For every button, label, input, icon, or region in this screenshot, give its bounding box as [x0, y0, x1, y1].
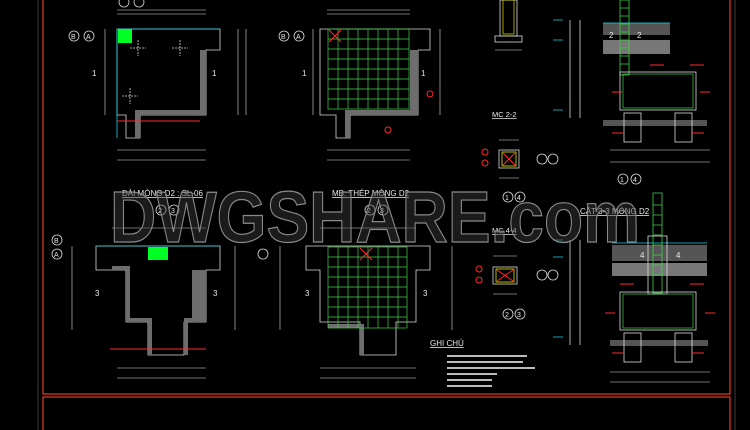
grid-bubble-a: A [296, 34, 301, 41]
plan-title: ĐÀI MÓNG D2 : SL-06 [122, 189, 203, 198]
rebar-plan-bottom: 3 3 [257, 227, 453, 379]
section-mark: 1 [505, 195, 509, 202]
grid-bubble-b: B [281, 34, 286, 41]
layer-label: 2 [609, 31, 614, 40]
section-mark: 2 [367, 208, 371, 215]
footing-plan-top: 1 1 B A [68, 0, 247, 161]
section-mark: 3 [171, 208, 175, 215]
section-title: CẮT 3-3 MÓNG D2 [580, 207, 650, 216]
watermark: DWGSHARE.com [110, 178, 640, 258]
section-mark: 3 [380, 208, 384, 215]
footing-section-1-1: 2 2 1 4 [603, 0, 710, 185]
layer-label: 2 [637, 31, 642, 40]
notes-title: GHI CHÚ [430, 339, 464, 348]
layer-label: 4 [640, 251, 645, 260]
section-2-2: MC 2-2 1 4 [481, 110, 559, 203]
drawing-frame [37, 0, 736, 430]
section-mark: 2 [158, 208, 162, 215]
section-mark: 1 [620, 177, 624, 184]
column-marker [148, 247, 168, 260]
axis-label: 1 [92, 69, 97, 78]
notes: GHI CHÚ [430, 339, 535, 387]
plan-title: MB. THÉP MÓNG D2 [332, 189, 410, 198]
column-marker [118, 29, 132, 43]
grid-bubble-b: B [54, 238, 59, 245]
section-4-4: MC 4-4 2 3 [475, 226, 559, 320]
column-section-top [494, 0, 523, 51]
layer-label: 4 [676, 251, 681, 260]
section-title: MC 4-4 [492, 226, 517, 235]
section-mark: 4 [517, 195, 521, 202]
axis-label: 3 [213, 289, 218, 298]
axis-label: 3 [423, 289, 428, 298]
rebar-plan-top: 1 1 B A [278, 9, 441, 161]
section-title: MC 2-2 [492, 110, 517, 119]
axis-label: 3 [305, 289, 310, 298]
axis-label: 1 [212, 69, 217, 78]
footing-section-3-3: CẮT 3-3 MÓNG D2 4 4 [580, 192, 715, 383]
axis-label: 1 [302, 69, 307, 78]
grid-bubble-a: A [54, 252, 59, 259]
section-mark: 2 [505, 312, 509, 319]
footing-plan-bottom: 3 3 B A [51, 227, 236, 379]
section-mark: 4 [633, 177, 637, 184]
grid-bubble-a: A [86, 34, 91, 41]
level-markers [553, 19, 581, 345]
axis-label: 1 [421, 69, 426, 78]
axis-label: 3 [95, 289, 100, 298]
section-mark: 3 [517, 312, 521, 319]
grid-bubble-b: B [71, 34, 76, 41]
